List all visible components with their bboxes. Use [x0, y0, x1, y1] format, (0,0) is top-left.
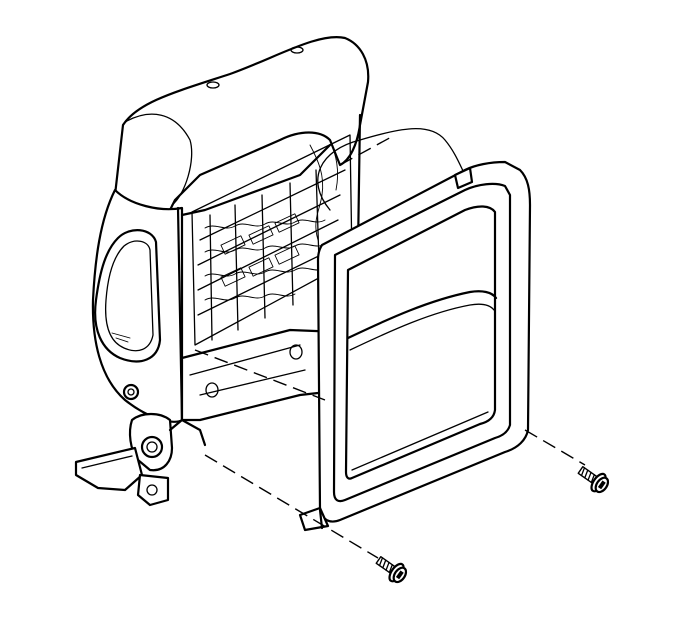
screw-icon — [375, 555, 408, 584]
screw-upper-right — [577, 465, 610, 494]
screw-lower — [375, 555, 408, 584]
pivot-bracket-icon — [74, 412, 207, 507]
back-panel-icon — [298, 128, 532, 532]
seat-back-frame-icon — [74, 36, 370, 507]
frame-interior-springs-icon — [191, 134, 353, 346]
screw-icon — [577, 465, 610, 494]
alignment-lines-icon — [194, 134, 586, 559]
